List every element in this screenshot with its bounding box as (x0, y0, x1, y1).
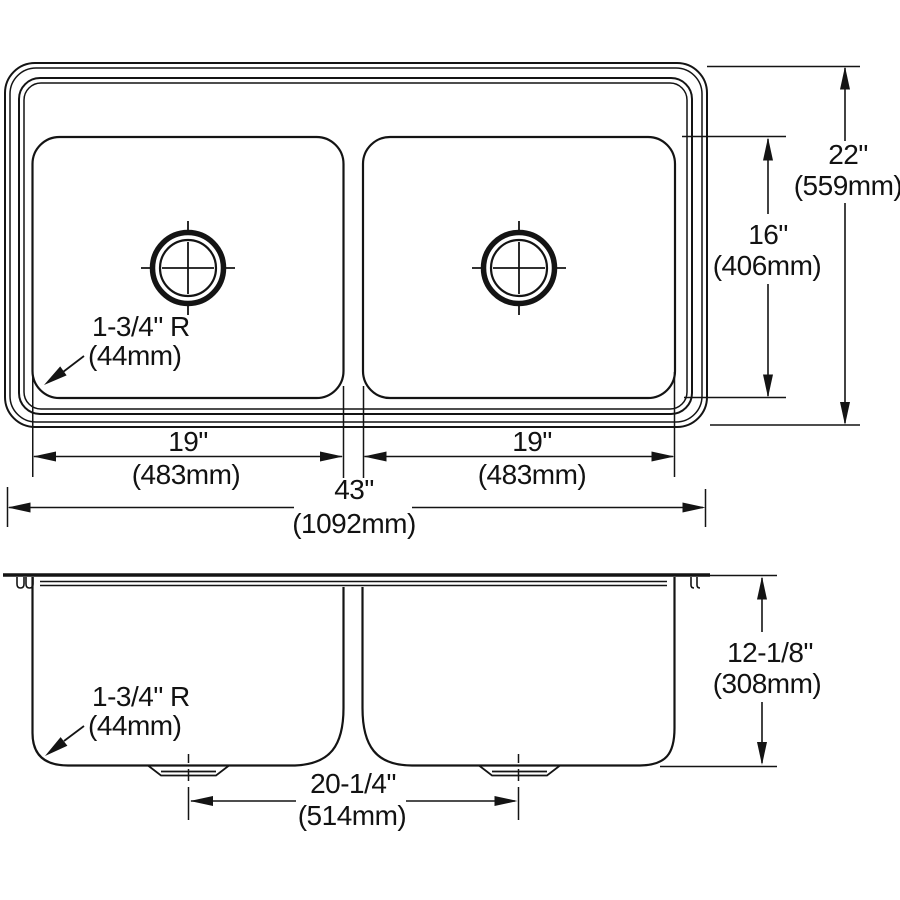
radius-label-line1: 1-3/4" R (92, 311, 190, 342)
arrow-down-icon (840, 402, 850, 425)
right-drain-inner-circle (489, 238, 549, 298)
arrow-left-icon (33, 451, 56, 462)
drain-spacing-mm: (514mm) (298, 800, 407, 831)
overall-depth-mm: (559mm) (794, 170, 900, 201)
arrow-right-icon (651, 451, 675, 462)
radius-label-line2: (44mm) (88, 710, 181, 741)
right-bowl-outline (361, 135, 677, 400)
radius-label-line2: (44mm) (88, 340, 181, 371)
arrow-right-icon (320, 451, 343, 462)
left-bowl-width-in: 19" (168, 426, 208, 457)
left-mounting-clips (16, 577, 34, 589)
arrow-left-icon (190, 796, 213, 806)
radius-leader-line (62, 355, 85, 373)
side-depth-extension-lines (660, 574, 777, 768)
radius-leader-arrowhead-icon (44, 366, 67, 385)
overall-depth-extension-lines (707, 65, 860, 426)
side-depth-in: 12-1/8" (727, 637, 813, 668)
left-bowl-outline (31, 135, 345, 400)
top-view: 1-3/4" R (44mm) 16" (406mm) 22" (559mm) (4, 62, 900, 539)
left-drain (141, 221, 235, 315)
right-bowl-profile (361, 577, 676, 767)
radius-label-line1: 1-3/4" R (92, 681, 190, 712)
arrow-right-icon (494, 796, 518, 806)
arrow-up-icon (757, 576, 767, 600)
arrow-down-icon (757, 742, 767, 765)
bowl-depth-mm: (406mm) (713, 250, 822, 281)
right-mounting-clip (690, 577, 701, 589)
right-drain (472, 221, 566, 315)
right-bowl-width-mm: (483mm) (478, 459, 587, 490)
dim-overall-depth: 22" (559mm) (707, 65, 900, 426)
deck-rim-inner-line (23, 82, 688, 410)
outer-rim-inner-line (9, 67, 703, 423)
dim-overall-width: 43" (1092mm) (6, 474, 707, 539)
dim-drain-spacing: 20-1/4" (514mm) (190, 768, 518, 831)
right-bowl-width-in: 19" (512, 426, 552, 457)
bowl-width-extension-lines (32, 372, 676, 478)
overall-width-extension-lines (6, 487, 707, 527)
side-view: 12-1/8" (308mm) 20-1/4" (514mm) 1-3/4" R… (3, 573, 822, 831)
deck-rim-outline (18, 77, 693, 415)
overall-width-in: 43" (334, 474, 374, 505)
side-depth-mm: (308mm) (713, 668, 822, 699)
right-drain-fitting (478, 764, 561, 777)
bowl-depth-extension-lines (682, 135, 786, 399)
outer-rim-outline (4, 62, 708, 428)
arrow-up-icon (840, 66, 850, 90)
arrow-left-icon (363, 451, 387, 462)
drain-spacing-in: 20-1/4" (310, 768, 396, 799)
dim-bowl-depth: 16" (406mm) (682, 135, 822, 399)
top-view-radius-callout: 1-3/4" R (44mm) (44, 311, 190, 385)
overall-width-mm: (1092mm) (292, 508, 416, 539)
bowl-depth-in: 16" (748, 219, 788, 250)
arrow-right-icon (682, 502, 706, 513)
dim-left-bowl-width: 19" (483mm) (32, 372, 676, 490)
dim-right-bowl-width: 19" (483mm) (363, 426, 675, 490)
arrow-left-icon (7, 502, 31, 513)
dim-side-depth: 12-1/8" (308mm) (660, 574, 822, 768)
left-bowl-width-mm: (483mm) (132, 459, 241, 490)
left-bowl-profile (31, 577, 345, 767)
arrow-down-icon (763, 374, 773, 398)
overall-depth-in: 22" (828, 139, 868, 170)
side-view-radius-callout: 1-3/4" R (44mm) (45, 681, 190, 756)
right-drain-crosshair (472, 221, 566, 315)
radius-leader-arrowhead-icon (45, 737, 68, 756)
left-drain-crosshair (141, 221, 235, 315)
left-drain-inner-circle (158, 238, 218, 298)
arrow-up-icon (763, 137, 773, 161)
radius-leader-line (63, 725, 85, 742)
